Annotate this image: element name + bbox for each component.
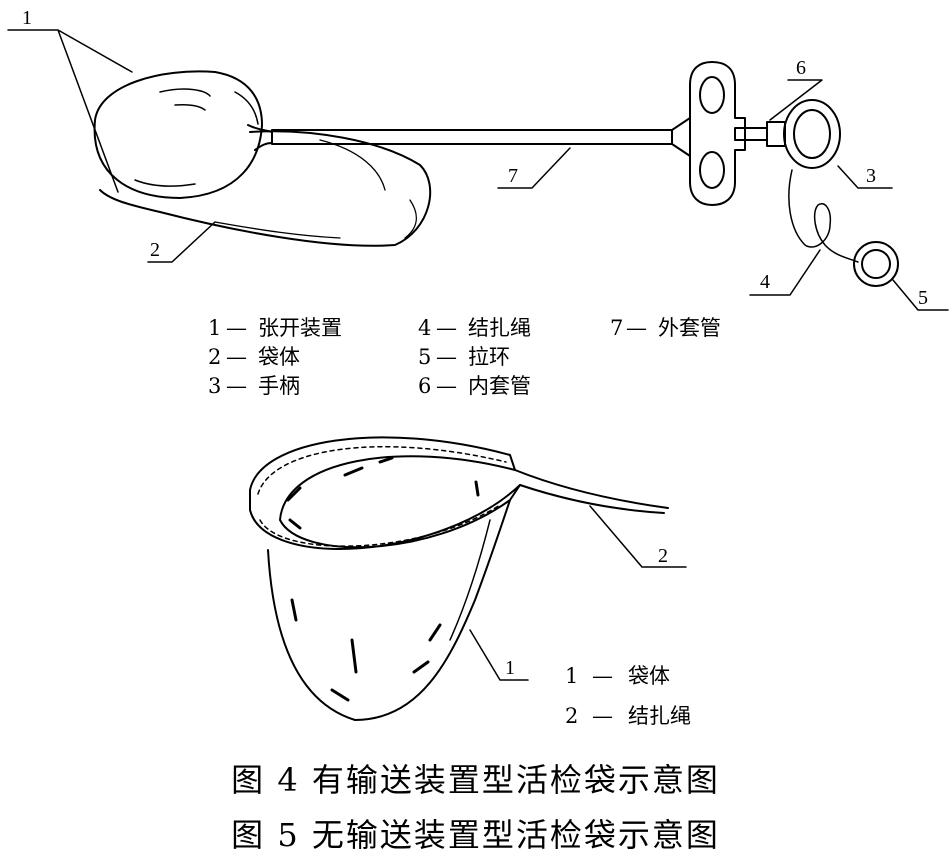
leader-2 bbox=[147, 221, 216, 263]
fig4-pull-ring-outer bbox=[783, 99, 841, 169]
fig5-ligature-cord bbox=[514, 469, 669, 514]
fig5-bag-fold bbox=[449, 519, 491, 641]
fig5-collar-outer bbox=[249, 436, 521, 550]
leader-1 bbox=[7, 29, 133, 193]
legend-3-dash: — bbox=[226, 374, 247, 398]
leader-3 bbox=[837, 165, 893, 189]
fig5-leader-2 bbox=[589, 505, 687, 568]
callout-5: 5 bbox=[918, 287, 928, 309]
legend-5-num: 5 bbox=[418, 345, 431, 369]
callout-2: 2 bbox=[150, 239, 160, 261]
fig5-callout-1: 1 bbox=[505, 657, 515, 679]
fig5-legend-2-text: 结扎绳 bbox=[628, 704, 691, 728]
fig5-legend-2-num: 2 bbox=[565, 704, 578, 728]
fig5-leader-1 bbox=[469, 629, 529, 681]
callout-3: 3 bbox=[866, 165, 876, 187]
callout-1: 1 bbox=[22, 7, 32, 29]
fig4-handle-hole-bottom bbox=[699, 151, 725, 189]
fig4-inner-tube bbox=[744, 127, 768, 141]
fig5-collar-stitch-outer bbox=[257, 445, 507, 495]
legend-4-dash: — bbox=[436, 316, 457, 340]
legend-5-text: 拉环 bbox=[468, 345, 510, 369]
fig5-legend-1-dash: — bbox=[592, 664, 613, 688]
fig5-caption: 图 5 无输送装置型活检袋示意图 bbox=[231, 816, 720, 854]
legend-7-text: 外套管 bbox=[658, 316, 721, 340]
legend-2-num: 2 bbox=[208, 345, 221, 369]
fig4-neck bbox=[247, 124, 273, 151]
legend-2-text: 袋体 bbox=[258, 345, 300, 369]
legend-3-text: 手柄 bbox=[258, 374, 300, 398]
legend-5-dash: — bbox=[436, 345, 457, 369]
fig4-ring-inner-mark bbox=[134, 88, 211, 187]
fig4-handle bbox=[689, 61, 746, 206]
fig4-inner-tube-cap bbox=[766, 121, 786, 147]
callout-6: 6 bbox=[796, 57, 806, 79]
fig4-handle-hole-top bbox=[699, 76, 725, 114]
legend-1-dash: — bbox=[226, 316, 247, 340]
leader-4 bbox=[749, 249, 821, 296]
legend-6-num: 6 bbox=[418, 374, 431, 398]
fig4-caption: 图 4 有输送装置型活检袋示意图 bbox=[231, 761, 720, 799]
fig5-bag-body bbox=[267, 499, 511, 721]
callout-7: 7 bbox=[508, 165, 518, 187]
fig4-opening-ring bbox=[93, 70, 263, 199]
fig4-pull-ring-5-outer bbox=[853, 241, 899, 287]
fig4-tube-connector bbox=[671, 117, 691, 157]
fig5-legend-1-text: 袋体 bbox=[628, 664, 670, 688]
legend-4-text: 结扎绳 bbox=[468, 316, 531, 340]
legend-4-num: 4 bbox=[418, 316, 431, 340]
fig4-bag-crease bbox=[214, 139, 417, 239]
legend-1-num: 1 bbox=[208, 316, 221, 340]
leader-7 bbox=[497, 147, 571, 189]
legend-7-num: 7 bbox=[610, 316, 623, 340]
callout-4: 4 bbox=[760, 271, 770, 293]
leader-6 bbox=[769, 79, 823, 121]
fig5-bag-marks bbox=[286, 456, 480, 702]
legend-2-dash: — bbox=[226, 345, 247, 369]
fig4-leaders bbox=[7, 29, 949, 311]
legend-6-dash: — bbox=[436, 374, 457, 398]
legend-3-num: 3 bbox=[208, 374, 221, 398]
fig5-collar-stitch-inner bbox=[259, 504, 501, 547]
legend-7-dash: — bbox=[626, 316, 647, 340]
leader-5 bbox=[892, 279, 949, 311]
fig4-pull-ring-5-inner bbox=[861, 249, 891, 279]
fig5-callout-2: 2 bbox=[658, 545, 668, 567]
fig4-ligature-cord bbox=[788, 169, 859, 263]
fig4-bag-body bbox=[99, 130, 432, 247]
fig4-drawing bbox=[93, 61, 899, 287]
fig4-bag-fold bbox=[234, 91, 259, 125]
fig5-legend-1-num: 1 bbox=[565, 664, 578, 688]
legend-1-text: 张开装置 bbox=[258, 316, 342, 340]
fig5-leaders bbox=[469, 505, 687, 681]
fig4-outer-tube bbox=[271, 129, 673, 145]
fig4-pull-ring-inner bbox=[793, 109, 831, 159]
fig5-legend-2-dash: — bbox=[592, 704, 613, 728]
fig5-drawing bbox=[249, 436, 669, 721]
legend-6-text: 内套管 bbox=[468, 374, 531, 398]
